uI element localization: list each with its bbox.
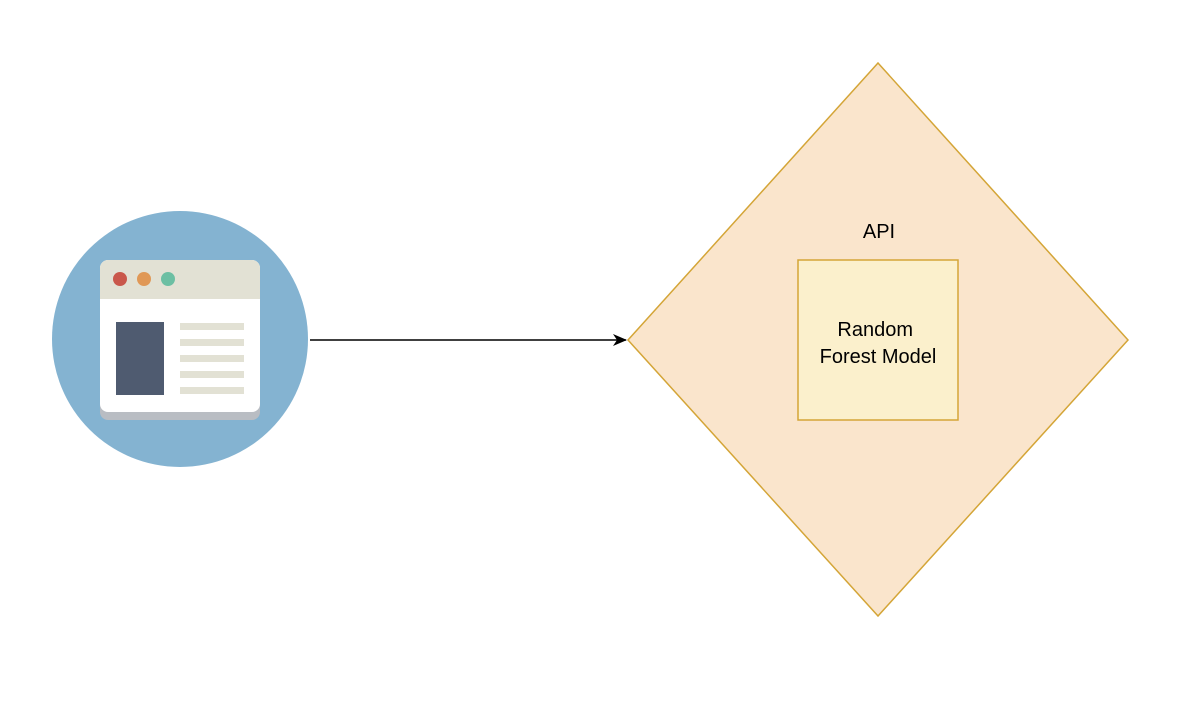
content-text-line — [180, 387, 244, 394]
model-label-line-1: Random — [837, 319, 913, 341]
model-box-shape — [797, 259, 959, 421]
content-sidebar-block — [116, 322, 164, 395]
close-dot-icon — [113, 272, 127, 286]
window-title-bar — [100, 260, 260, 299]
content-text-line — [180, 371, 244, 378]
api-label: API — [863, 221, 895, 243]
model-label: Random Forest Model — [820, 319, 937, 368]
model-node[interactable]: Random Forest Model — [797, 259, 959, 421]
content-text-line — [180, 339, 244, 346]
minimize-dot-icon — [137, 272, 151, 286]
content-text-line — [180, 355, 244, 362]
client-node[interactable] — [52, 211, 308, 467]
model-label-line-2: Forest Model — [820, 346, 937, 368]
content-text-line — [180, 323, 244, 330]
maximize-dot-icon — [161, 272, 175, 286]
browser-window-icon — [52, 211, 308, 467]
